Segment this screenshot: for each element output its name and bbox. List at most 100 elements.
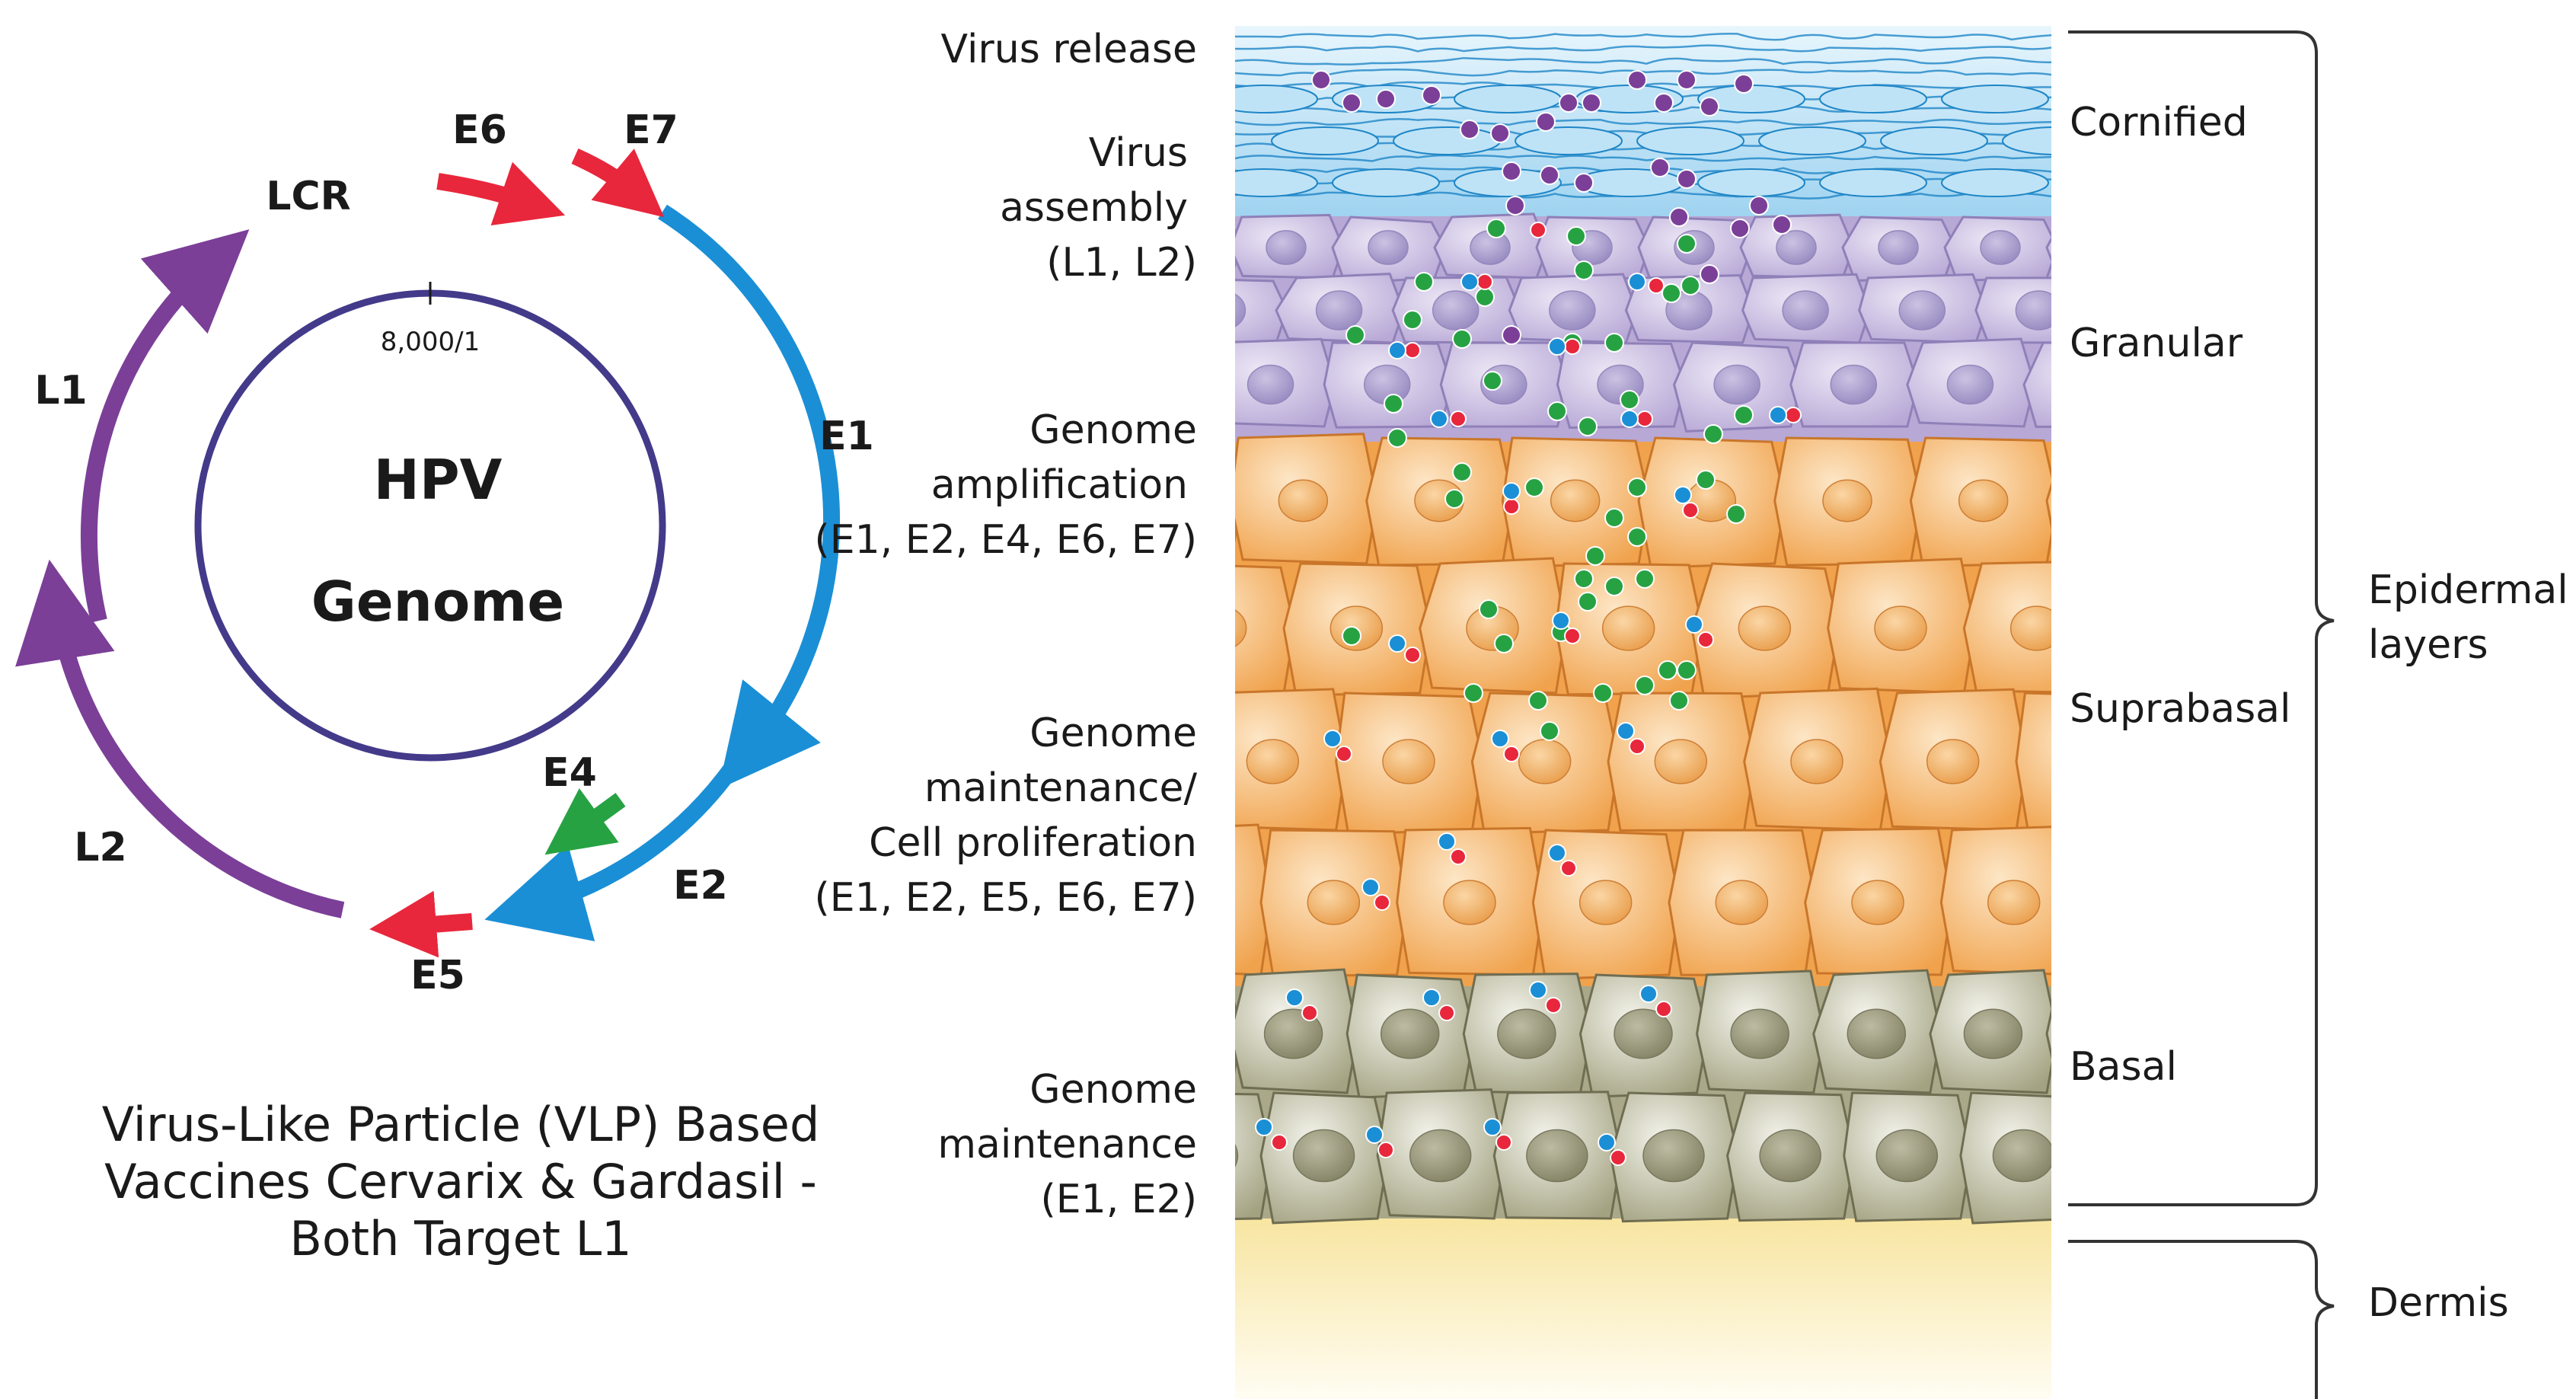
caption-line1: Virus-Like Particle (VLP) Based [102,1097,820,1152]
stage-amplification-2: amplification [931,462,1188,508]
cornified-cell [1819,168,1927,197]
oncogene-particle [1545,997,1562,1014]
genome-particle [1460,273,1479,291]
stage-assembly-2: assembly [1000,185,1188,231]
cornified-cell [1393,126,1501,155]
virion-particle [1376,89,1396,109]
e4-particle [1604,508,1624,528]
granular-cell [1235,279,1288,346]
genome-particle [1438,832,1456,851]
e4-particle [1635,676,1655,695]
gene-label-e4: E4 [542,750,597,796]
e4-particle [1524,478,1544,497]
suprabasal-nucleus [1601,605,1655,651]
suprabasal-nucleus [2009,605,2051,651]
suprabasal-nucleus [1926,739,1980,784]
basal-nucleus [1759,1129,1821,1183]
e4-particle [1604,577,1624,596]
e7-arrow [571,148,665,218]
suprabasal-nucleus [1738,605,1792,651]
vaccine-caption: Virus-Like Particle (VLP) Based Vaccines… [102,1097,820,1266]
suprabasal-cell [1962,561,2051,694]
basal-nucleus [1992,1129,2051,1183]
suprabasal-nucleus [1235,609,1247,647]
virion-particle [1536,112,1556,132]
basal-cell [2045,1007,2051,1060]
virion-particle [1677,70,1697,90]
virion-particle [1574,173,1594,193]
genome-particle [1285,989,1304,1007]
label-epidermal-2: layers [2368,622,2488,668]
virus-particles [1255,70,1802,1166]
oncogene-particle [1697,631,1714,648]
granular-nucleus [1315,290,1363,331]
e4-arrow [544,788,626,855]
genome-particle [1674,486,1692,504]
oncogene-particle [1560,860,1577,877]
basal-nucleus [1526,1129,1588,1183]
gene-label-e5: E5 [410,953,465,998]
virion-particle [1677,169,1697,189]
oncogene-particle [1530,222,1547,238]
e4-particle [1483,371,1502,391]
virion-particle [1700,97,1719,117]
caption-line3: Both Target L1 [289,1211,631,1266]
basal-nucleus [1963,1008,2023,1059]
oncogene-particle [1301,1005,1318,1021]
stage-amplification-3: (E1, E2, E4, E6, E7) [814,517,1197,563]
genome-particle [1628,273,1646,291]
suprabasal-nucleus [1443,880,1496,925]
cornified-line [1235,154,2051,162]
cornified-cell [1636,126,1744,155]
stage-maintenance-2: maintenance [937,1122,1197,1167]
e4-particle [1566,226,1586,246]
e4-particle [1658,660,1677,680]
granular-nucleus [1247,364,1294,405]
e4-particle [1345,325,1365,345]
genome-particle [1548,337,1566,356]
oncogene-particle [1271,1134,1288,1151]
basal-nucleus [1235,1144,1239,1167]
granular-nucleus [1878,230,1919,265]
e4-particle [1464,683,1483,703]
suprabasal-nucleus [1550,479,1601,522]
virion-particle [1342,93,1361,113]
cornified-cell [1235,168,1318,197]
e4-particle [1677,660,1697,680]
e4-particle [1726,504,1746,524]
e1-arrow [658,204,841,790]
e4-particle [1486,219,1506,238]
granular-nucleus [1898,290,1946,331]
layer-basal: Basal [2070,1044,2177,1090]
granular-nucleus [1131,366,1176,404]
cornified-line [1235,33,2051,41]
virion-particle [1627,70,1647,90]
stage-maintenance-3: (E1, E2) [1040,1177,1197,1222]
e4-particle [1494,634,1514,653]
genome-diagram: 8,000/1 HPV Genome LCR E6 E7 E1 E2 E4 E5… [15,107,874,998]
e4-particle [1540,721,1559,741]
virion-particle [1650,158,1670,177]
granular-nucleus [2083,231,2122,264]
label-epidermal-1: Epidermal [2368,567,2568,613]
oncogene-particle [1476,273,1493,290]
label-dermis: Dermis [2368,1280,2509,1326]
e4-particle [1528,691,1548,711]
virion-particle [1422,85,1441,105]
gene-label-l1: L1 [34,368,87,414]
e4-particle [1574,260,1594,280]
oncogene-particle [1682,502,1699,519]
suprabasal-nucleus [1958,479,2009,522]
genome-particle [1685,615,1703,634]
granular-nucleus [1782,290,1829,331]
e4-particle [1403,310,1422,330]
virion-particle [1460,120,1480,139]
granular-nucleus [1946,364,1994,405]
basal-nucleus [1263,1008,1323,1059]
suprabasal-cell [2100,564,2247,698]
gene-label-lcr: LCR [266,174,350,219]
granular-nucleus [2064,366,2110,404]
cornified-line [1235,56,2051,65]
e4-particle [1620,390,1639,410]
basal-nucleus [1148,1009,1205,1059]
